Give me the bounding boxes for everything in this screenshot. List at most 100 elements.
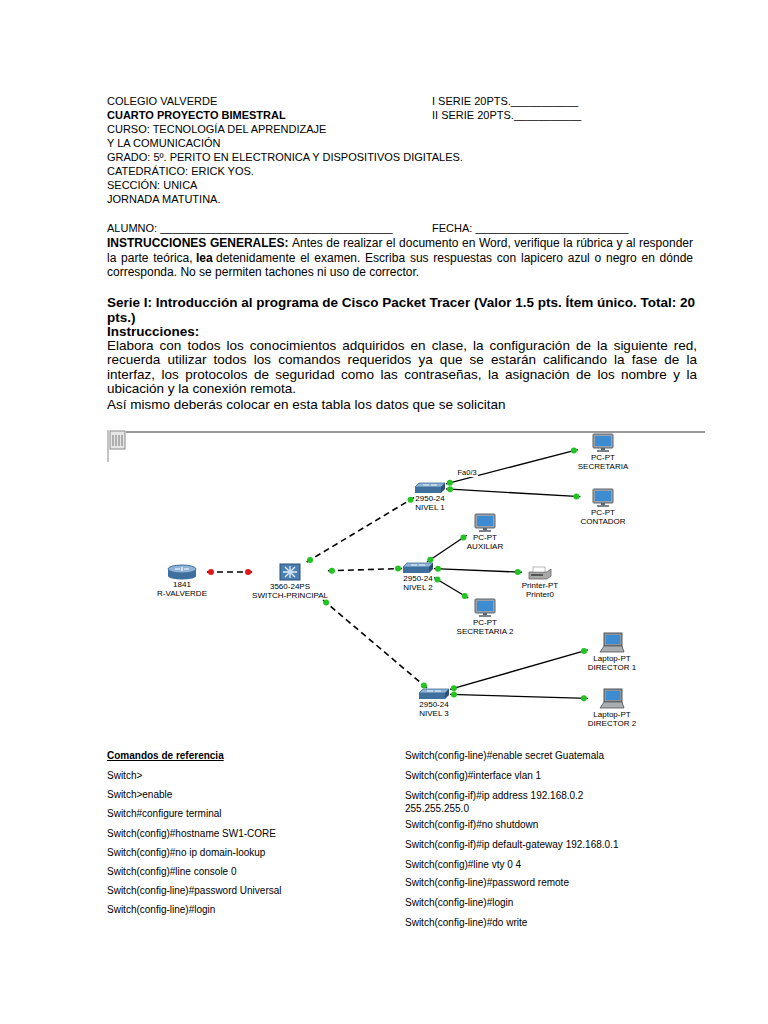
device-label: 2950-24: [418, 700, 450, 709]
network-device: 2950-24NIVEL 3: [418, 688, 450, 718]
document-text: Switch(config-line)#do write: [405, 916, 527, 929]
link-light: [245, 569, 251, 575]
link-light: [434, 577, 440, 583]
sw-icon: [414, 482, 446, 494]
device-label: SWITCH-PRINCIPAL: [252, 591, 328, 600]
document-text: CURSO: TECNOLOGÍA DEL APRENDIZAJE: [107, 122, 326, 136]
link-light: [571, 448, 577, 454]
document-text: GRADO: 5º. PERITO EN ELECTRONICA Y DISPO…: [107, 150, 463, 164]
document-text: Switch(config)#hostname SW1-CORE: [107, 827, 276, 840]
document-text: Switch(config)#interface vlan 1: [405, 769, 541, 782]
device-label: PC-PT: [578, 453, 629, 462]
document-text: Instrucciones:: [107, 325, 199, 340]
document-text: Switch>: [107, 769, 142, 782]
pc-icon: [591, 433, 615, 453]
laptop-icon: [599, 632, 625, 654]
document-text: Serie I: Introducción al programa de Cis…: [107, 296, 697, 325]
network-device: 2950-24NIVEL 2: [402, 562, 434, 592]
link-light: [515, 569, 521, 575]
link-light: [573, 493, 579, 499]
document-text: Comandos de referencia: [107, 749, 224, 762]
document-text: I SERIE 20PTS.___________: [432, 94, 578, 108]
link-light: [460, 534, 466, 540]
device-label: 2950-24: [402, 574, 434, 583]
sw-icon: [418, 688, 450, 700]
link-light: [208, 569, 214, 575]
document-text: Switch(config-if)#ip address 192.168.0.2…: [405, 789, 640, 815]
port-label: Fa0/3: [456, 468, 477, 477]
network-cable: [427, 535, 467, 562]
device-label: 1841: [157, 580, 207, 589]
device-label: AUXILIAR: [467, 542, 503, 551]
document-text: Switch(config-line)#login: [107, 903, 215, 916]
device-label: DIRECTOR 1: [588, 663, 636, 672]
printer-icon: [527, 565, 553, 581]
device-label: CONTADOR: [580, 517, 625, 526]
document-text: Switch(config)#no ip domain-lookup: [107, 846, 265, 859]
instructions-paragraph: INSTRUCCIONES GENERALES:Antes de realiza…: [107, 236, 693, 280]
device-label: 2950-24: [414, 494, 446, 503]
sw-icon: [402, 562, 434, 574]
device-label: SECRETARIA 2: [457, 627, 514, 636]
device-label: 3560-24PS: [252, 582, 328, 591]
network-cable: [434, 578, 468, 598]
device-label: DIRECTOR 2: [588, 719, 636, 728]
network-device: 1841R-VALVERDE: [157, 564, 207, 598]
document-text: Switch(config-line)#password Universal: [107, 884, 282, 897]
laptop-icon: [599, 688, 625, 710]
link-light: [451, 685, 457, 691]
link-light: [329, 568, 335, 574]
instructions-text: detenidamente el examen. Escriba sus res…: [107, 251, 693, 280]
network-cable: [446, 450, 578, 484]
link-light: [435, 566, 441, 572]
document-text: Elabora con todos los conocimientos adqu…: [107, 339, 697, 397]
network-cable: [328, 569, 402, 571]
device-label: Printer0: [522, 590, 558, 599]
instructions-text: lea: [196, 251, 213, 265]
link-light: [581, 648, 587, 654]
device-label: Laptop-PT: [588, 710, 636, 719]
link-light: [323, 600, 329, 606]
device-label: Laptop-PT: [588, 654, 636, 663]
pc-icon: [473, 598, 497, 618]
pc-icon: [591, 488, 615, 508]
network-device: Laptop-PTDIRECTOR 2: [588, 688, 636, 728]
document-text: Switch>enable: [107, 788, 172, 801]
device-label: NIVEL 1: [414, 503, 446, 512]
document-text: Switch(config-line)#password remote: [405, 876, 569, 889]
device-label: PC-PT: [457, 618, 514, 627]
document-text: Y LA COMUNICACIÓN: [107, 136, 221, 150]
link-light: [447, 486, 453, 492]
network-cable: [323, 600, 427, 688]
document-text: CUARTO PROYECTO BIMESTRAL: [107, 108, 286, 122]
device-label: NIVEL 2: [402, 583, 434, 592]
document-text: Switch(config-line)#enable secret Guatem…: [405, 749, 604, 762]
link-light: [307, 557, 313, 563]
network-device: PC-PTSECRETARIA 2: [457, 598, 514, 636]
device-label: PC-PT: [580, 508, 625, 517]
link-light: [451, 692, 457, 698]
document-text: Switch(config-line)#login: [405, 896, 513, 909]
link-light: [408, 497, 414, 503]
document-text: Switch(config-if)#ip default-gateway 192…: [405, 838, 618, 851]
document-text: Switch#configure terminal: [107, 807, 222, 820]
network-device: PC-PTSECRETARIA: [578, 433, 629, 471]
router-icon: [166, 564, 198, 580]
pc-icon: [473, 513, 497, 533]
device-label: NIVEL 3: [418, 709, 450, 718]
network-cable: [446, 489, 580, 497]
document-text: Switch(config)#line console 0: [107, 865, 237, 878]
device-label: PC-PT: [467, 533, 503, 542]
link-light: [427, 557, 433, 563]
network-device: PC-PTAUXILIAR: [467, 513, 503, 551]
document-text: FECHA: _________________________: [432, 221, 628, 235]
device-label: Printer-PT: [522, 581, 558, 590]
link-light: [421, 682, 427, 688]
network-device: PC-PTCONTADOR: [580, 488, 625, 526]
link-light: [581, 695, 587, 701]
mls-icon: [278, 562, 302, 582]
network-device: 2950-24NIVEL 1: [414, 482, 446, 512]
device-label: SECRETARIA: [578, 462, 629, 471]
document-text: JORNADA MATUTINA.: [107, 192, 220, 206]
